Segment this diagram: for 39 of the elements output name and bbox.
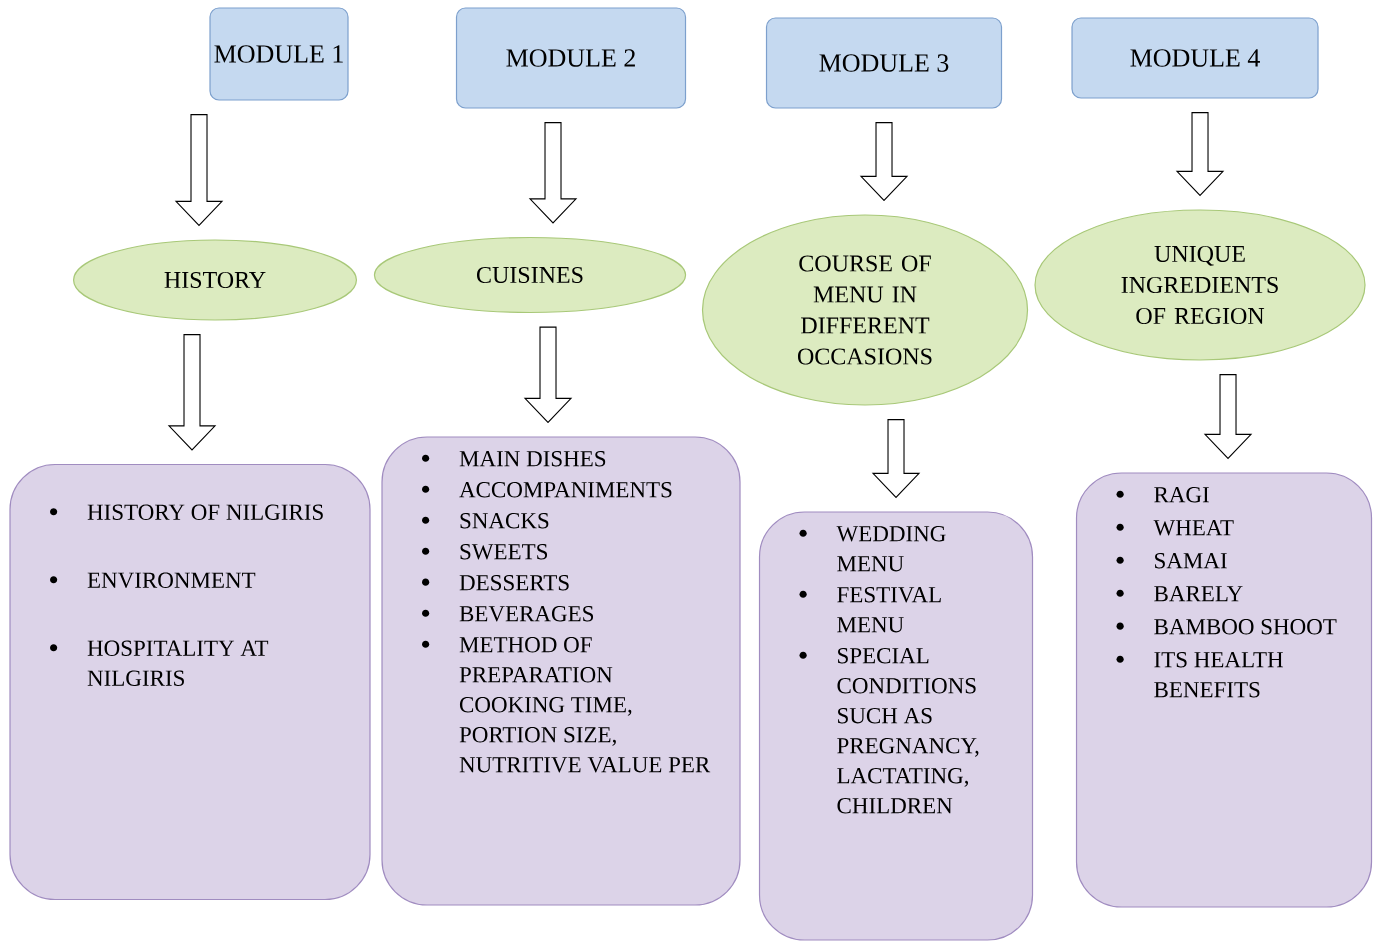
bullet-item: DESSERTS (422, 575, 569, 591)
list-box (758, 511, 1034, 941)
block-arrow (1175, 112, 1225, 197)
bullet-item: HOSPITALITY AT NILGIRIS (50, 640, 269, 686)
list-box (381, 436, 741, 906)
bullet-item: ENVIRONMENT (50, 572, 256, 589)
list-box (9, 463, 371, 901)
bullet-item: BEVERAGES (422, 606, 594, 622)
block-arrow (528, 122, 578, 224)
module-box: MODULE 3 (765, 17, 1003, 109)
block-arrow (174, 114, 224, 227)
bullet-item: FESTIVAL MENU (799, 587, 941, 633)
topic-oval: UNIQUE INGREDIENTS OF REGION (1034, 209, 1366, 361)
bullet-item: RAGI (1116, 487, 1209, 503)
module-box: MODULE 1 (209, 7, 349, 101)
bullet-item: WHEAT (1116, 520, 1234, 536)
bullet-item: BAMBOO SHOOT (1116, 619, 1337, 635)
bullet-item: HISTORY OF NILGIRIS (50, 504, 323, 520)
bullet-item: BARELY (1116, 586, 1243, 602)
bullet-item: ACCOMPANIMENTS (422, 482, 672, 498)
block-arrow (523, 326, 573, 424)
block-arrow (871, 419, 921, 499)
module-box: MODULE 4 (1071, 17, 1319, 99)
module-box: MODULE 2 (455, 7, 687, 109)
bullet-item: SNACKS (422, 513, 549, 529)
topic-oval: CUISINES (373, 236, 687, 314)
bullet-item: SAMAI (1116, 553, 1227, 569)
bullet-item: MAIN DISHES (422, 451, 606, 467)
block-arrow (859, 122, 909, 202)
block-arrow (1203, 374, 1253, 460)
bullet-item: SWEETS (422, 544, 548, 560)
bullet-item: ITS HEALTH BENEFITS (1116, 652, 1283, 698)
block-arrow (167, 334, 217, 451)
list-box (1075, 472, 1373, 908)
topic-oval: HISTORY (73, 239, 358, 321)
topic-oval: COURSE OF MENU IN DIFFERENT OCCASIONS (701, 214, 1029, 406)
bullet-item: WEDDING MENU (799, 526, 946, 572)
bullet-item: SPECIAL CONDITIONS SUCH AS PREGNANCY, LACTATING, CHILDREN (799, 648, 979, 814)
bullet-item: METHOD OF PREPARATION COOKING TIME, PORTION SIZE, NUTRITIVE VALUE PER (422, 637, 711, 773)
